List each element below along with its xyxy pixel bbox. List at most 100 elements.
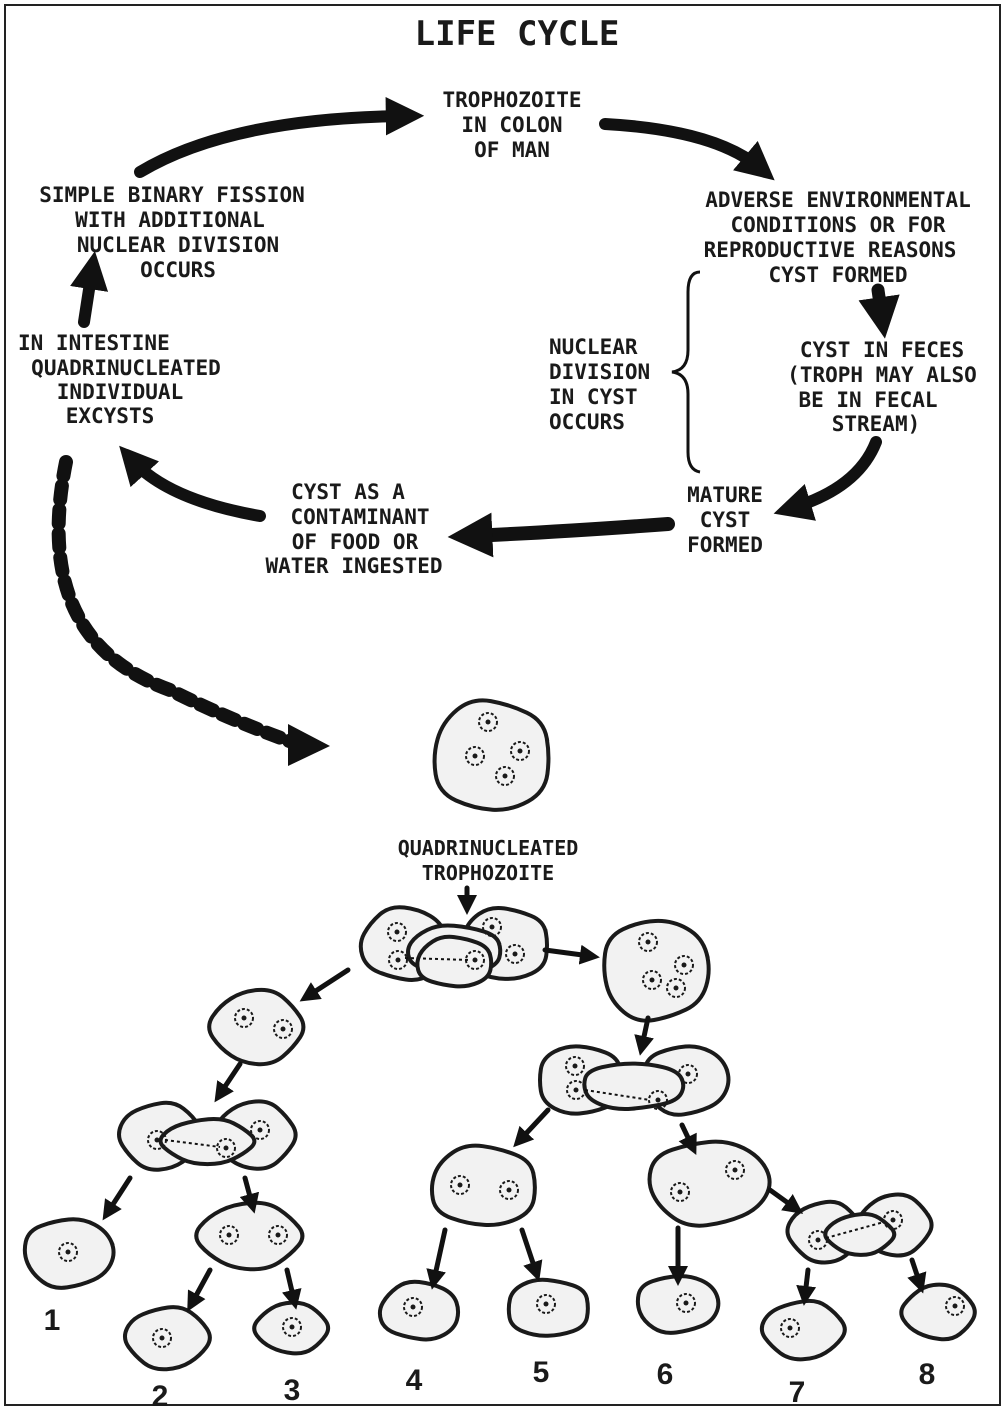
nucleus-dot — [223, 1145, 229, 1151]
nucleus-dot — [502, 773, 508, 779]
nucleus — [465, 950, 485, 970]
nucleus — [666, 978, 686, 998]
nucleus-dot — [472, 753, 478, 759]
dividing-cell — [415, 934, 494, 989]
node-contaminant-line: WATER INGESTED — [265, 554, 442, 578]
nucleus — [219, 1225, 239, 1245]
division-arrow — [678, 1122, 697, 1156]
nucleus-dot — [280, 1026, 286, 1032]
nucleus-dot — [506, 1187, 512, 1193]
offspring-cell — [899, 1282, 977, 1342]
division-arrow — [767, 1187, 804, 1214]
nucleus-dot — [677, 1189, 683, 1195]
nucleus — [565, 1056, 585, 1076]
nucleus — [648, 1090, 668, 1110]
nucleus-dot — [572, 1063, 578, 1069]
dividing-cell — [582, 1061, 686, 1111]
node-cyst-feces-line: BE IN FECAL — [798, 388, 937, 412]
nucleus — [388, 950, 408, 970]
binucleate-cell — [194, 1200, 305, 1272]
curly-brace — [671, 270, 701, 474]
nucleus-dot — [394, 929, 400, 935]
offspring-number: 3 — [284, 1374, 301, 1407]
nucleus-dot — [543, 1301, 549, 1307]
offspring-number: 7 — [789, 1376, 806, 1409]
offspring-number: 6 — [657, 1358, 674, 1391]
nucleus-dot — [257, 1127, 263, 1133]
nucleus — [505, 944, 525, 964]
arrow-adverse-to-cyst-feces — [858, 283, 900, 339]
nucleus-dot — [457, 1182, 463, 1188]
node-adverse-line: CYST FORMED — [768, 263, 907, 287]
arrow-mature-to-contaminant — [447, 512, 675, 558]
node-trophozoite-line: TROPHOZOITE — [442, 88, 581, 112]
offspring-cell — [506, 1277, 590, 1338]
offspring-cell — [123, 1305, 212, 1372]
dividing-cell — [158, 1117, 257, 1167]
cell-division-tree — [22, 698, 977, 1372]
division-arrow — [102, 1175, 133, 1221]
division-arrow — [426, 1227, 448, 1290]
nucleus — [482, 917, 502, 937]
node-binary-fission-line: SIMPLE BINARY FISSION — [39, 183, 305, 207]
dashed-arrow-to-trophozoite — [51, 455, 299, 749]
nucleus — [670, 1182, 690, 1202]
nucleus-dot — [226, 1232, 232, 1238]
arrow-fission-to-trophozoite — [134, 97, 425, 178]
node-adverse-line: CONDITIONS OR FOR — [731, 213, 946, 237]
nucleus-dot — [645, 939, 651, 945]
nucleus — [234, 1008, 254, 1028]
division-label-line: TROPHOZOITE — [422, 861, 554, 885]
nucleus — [678, 1064, 698, 1084]
node-mature-cyst-line: MATURE — [687, 483, 763, 507]
nucleus — [450, 1175, 470, 1195]
dashed-arrow-head — [288, 724, 330, 766]
nucleus-dot — [649, 977, 655, 983]
nucleus-dot — [395, 957, 401, 963]
node-nuclear-division-line: NUCLEAR — [549, 335, 638, 359]
nucleus-dot — [655, 1097, 661, 1103]
nucleus-dot — [517, 748, 523, 754]
offspring-cell — [759, 1298, 847, 1362]
division-label-line: QUADRINUCLEATED — [398, 836, 579, 860]
nucleus — [250, 1120, 270, 1140]
arrow-feces-to-mature — [773, 436, 882, 521]
spindle-line — [584, 1089, 651, 1101]
division-arrow — [187, 1267, 213, 1312]
nucleus-dot — [681, 962, 687, 968]
node-contaminant-line: OF FOOD OR — [292, 530, 419, 554]
diagram-title: LIFE CYCLE — [415, 14, 620, 54]
node-contaminant: CYST AS A CONTAMINANT OF FOOD OR WATER I… — [265, 480, 442, 578]
offspring-number: 5 — [533, 1356, 550, 1389]
quadrinucleate-cell — [602, 918, 711, 1023]
binucleate-cell — [647, 1139, 772, 1228]
node-nuclear-division-line: OCCURS — [549, 410, 625, 434]
nucleus-dot — [159, 1335, 165, 1341]
node-adverse-line: REPRODUCTIVE REASONS — [704, 238, 957, 262]
node-cyst-feces-line: STREAM) — [832, 412, 921, 436]
node-nuclear-division-line: IN CYST — [549, 385, 638, 409]
division-arrow — [281, 1267, 302, 1310]
spindle-line — [404, 957, 471, 961]
nucleus-dot — [154, 1137, 160, 1143]
offspring-cell — [377, 1279, 461, 1342]
nucleus — [282, 1317, 302, 1337]
nucleus-dot — [890, 1217, 896, 1223]
nucleus — [725, 1160, 745, 1180]
nucleus — [536, 1294, 556, 1314]
node-cyst-feces-line: CYST IN FECES — [800, 338, 964, 362]
division-arrow — [299, 967, 351, 1002]
offspring-number: 2 — [152, 1380, 169, 1412]
node-trophozoite: TROPHOZOITE IN COLON OF MAN — [442, 88, 581, 162]
node-mature-cyst: MATURE CYST FORMED — [687, 483, 763, 557]
node-cyst-in-feces: CYST IN FECES (TROPH MAY ALSO BE IN FECA… — [787, 338, 977, 436]
arrow-excysts-to-fission — [70, 251, 109, 328]
nucleus-dot — [673, 985, 679, 991]
division-arrows — [102, 885, 927, 1312]
node-binary-fission-line: WITH ADDITIONAL — [75, 208, 265, 232]
division-arrow — [214, 1061, 243, 1103]
nucleus-dot — [410, 1304, 416, 1310]
nucleus — [945, 1296, 965, 1316]
node-excysts-line: QUADRINUCLEATED — [31, 356, 221, 380]
nucleus-dot — [952, 1303, 958, 1309]
